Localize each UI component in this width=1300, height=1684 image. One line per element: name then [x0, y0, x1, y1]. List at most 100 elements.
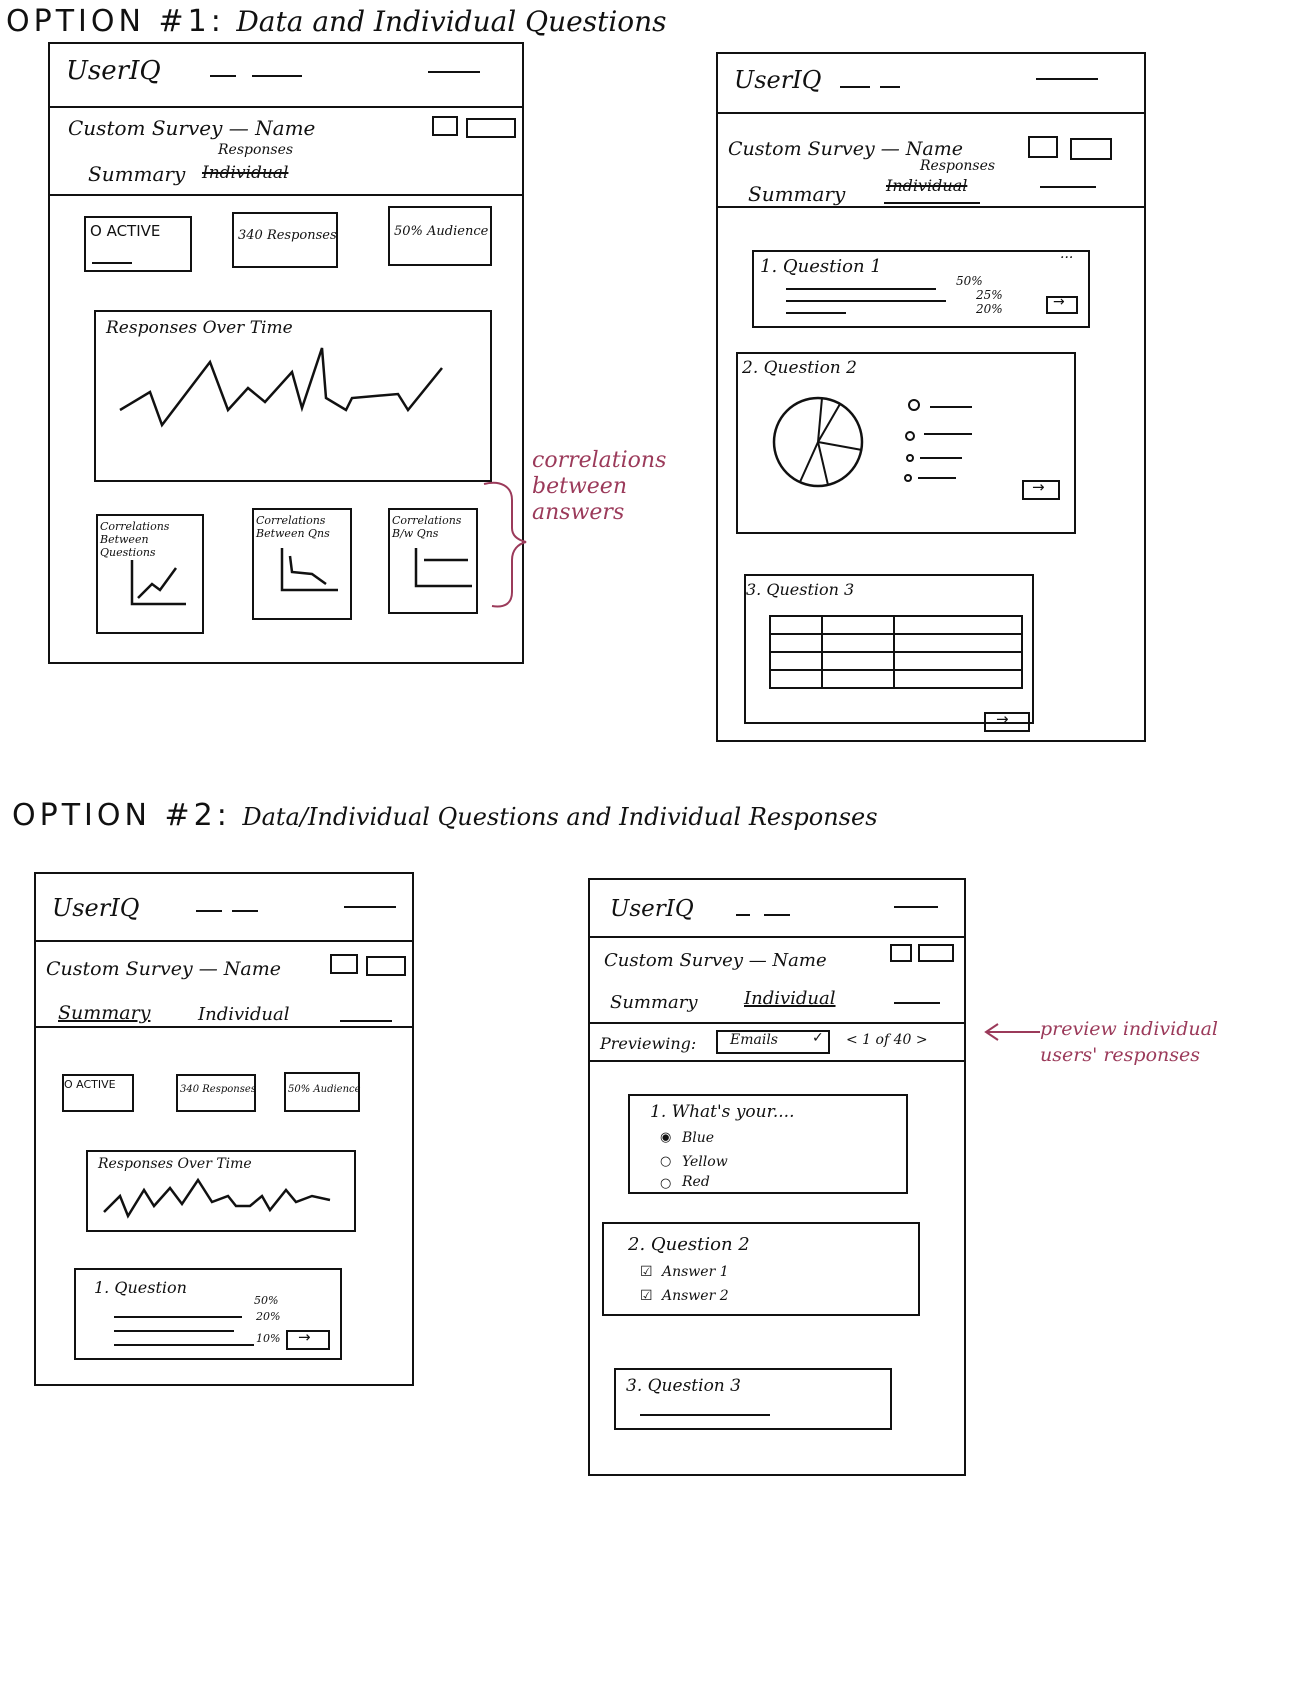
o1a-tab-responses[interactable]: Responses	[218, 142, 294, 158]
o2a-audience-card	[284, 1072, 360, 1112]
o2b-q2-option: Answer 1	[662, 1264, 729, 1280]
option2-heading: OPTION #2: Data/Individual Questions and…	[12, 798, 878, 833]
o2a-nav-placeholder[interactable]	[232, 910, 258, 912]
o1b-tab-individual[interactable]: Individual	[886, 176, 968, 195]
o2b-answer-line	[640, 1414, 770, 1416]
o2a-filter-placeholder[interactable]	[340, 1020, 392, 1022]
o1a-account-placeholder[interactable]	[428, 71, 480, 73]
o2b-nav-placeholder[interactable]	[764, 914, 790, 916]
o1b-filter-placeholder[interactable]	[1040, 186, 1096, 188]
o1a-action-button[interactable]	[466, 118, 516, 138]
o1b-action-button[interactable]	[1070, 138, 1112, 160]
o2a-tab-summary[interactable]: Summary	[58, 1002, 151, 1024]
o1b-question-title: 2. Question 2	[742, 358, 857, 378]
o2b-question-card[interactable]	[614, 1368, 892, 1430]
o2b-brand: UserIQ	[610, 896, 694, 922]
o2b-action-button[interactable]	[918, 944, 954, 962]
o2b-question-card[interactable]	[602, 1222, 920, 1316]
o1a-top-bar	[48, 42, 524, 108]
option1-subtitle: Data and Individual Questions	[236, 5, 667, 38]
o2b-question-title: 3. Question 3	[626, 1376, 741, 1396]
o2b-q1-option: Red	[682, 1174, 710, 1190]
o1a-audience-text: 50% Audience	[394, 224, 489, 239]
o2b-q1-option: Blue	[682, 1130, 715, 1146]
o2a-answer-bar	[114, 1330, 234, 1332]
o2a-survey-title: Custom Survey — Name	[46, 958, 281, 980]
o1b-account-placeholder[interactable]	[1036, 78, 1098, 80]
o1-questions-wireframe	[716, 52, 1146, 742]
o2b-tab-summary[interactable]: Summary	[610, 992, 698, 1013]
o2b-question-title: 2. Question 2	[628, 1234, 750, 1255]
o2a-action-button[interactable]	[366, 956, 406, 976]
o1b-answer-bar	[786, 300, 946, 302]
o1b-question-card[interactable]	[744, 574, 1034, 724]
o2b-filter-placeholder[interactable]	[894, 1002, 940, 1004]
o2b-survey-header	[588, 938, 966, 1024]
o2b-survey-title: Custom Survey — Name	[604, 950, 827, 971]
o2b-q1-option: Yellow	[682, 1154, 728, 1170]
o2b-question-card[interactable]	[628, 1094, 908, 1194]
o2a-status-card	[62, 1074, 134, 1112]
o1a-nav-placeholder[interactable]	[210, 75, 236, 77]
o2a-account-placeholder[interactable]	[344, 906, 396, 908]
o2b-previewing-label: Previewing:	[600, 1034, 697, 1053]
o2b-question-title: 1. What's your....	[650, 1102, 795, 1122]
o1a-correlation-card	[388, 508, 478, 614]
chevron-down-icon: ✓	[812, 1030, 824, 1046]
o1a-correlation-card	[252, 508, 352, 620]
o1b-arrow-button[interactable]	[984, 712, 1030, 732]
o2b-account-placeholder[interactable]	[894, 906, 938, 908]
o1a-action-button[interactable]	[432, 116, 458, 136]
o2a-survey-header	[34, 942, 414, 1028]
arrow-right-icon: →	[298, 1328, 311, 1346]
o1a-tab-individual[interactable]: Individual	[202, 163, 289, 183]
o2b-previewing-select[interactable]	[716, 1030, 830, 1054]
o2b-nav-placeholder[interactable]	[736, 914, 750, 916]
arrow-right-icon: →	[1032, 478, 1045, 496]
o1a-correlation-title: Correlations Between Questions	[100, 520, 170, 559]
o1b-nav-placeholder[interactable]	[880, 86, 900, 88]
o1a-tab-summary[interactable]: Summary	[88, 162, 186, 186]
radio-icon[interactable]: ○	[660, 1176, 672, 1191]
radio-icon[interactable]: ○	[660, 1154, 672, 1169]
o1b-survey-header	[716, 114, 1146, 208]
checkbox-checked-icon[interactable]: ☑	[640, 1264, 653, 1280]
o1b-action-button[interactable]	[1028, 136, 1058, 158]
o1a-correlation-title: Correlations B/w Qns	[392, 514, 462, 540]
o1a-survey-title: Custom Survey — Name	[68, 116, 316, 140]
o2a-nav-placeholder[interactable]	[196, 910, 222, 912]
o2a-tab-individual[interactable]: Individual	[198, 1004, 290, 1025]
o1b-q1-pct: 25%	[976, 288, 1003, 302]
o1a-nav-placeholder[interactable]	[252, 75, 302, 77]
o2a-q1-pct: 50%	[254, 1294, 279, 1307]
o2b-pager[interactable]: < 1 of 40 >	[846, 1032, 928, 1048]
o1b-arrow-button[interactable]	[1046, 296, 1078, 314]
o1b-arrow-button[interactable]	[1022, 480, 1060, 500]
o1b-nav-placeholder[interactable]	[840, 86, 870, 88]
o2a-top-bar	[34, 872, 414, 942]
radio-selected-icon[interactable]: ◉	[660, 1130, 672, 1145]
o1a-correlation-card	[96, 514, 204, 634]
o2a-answer-bar	[114, 1344, 254, 1346]
o2a-responses-chart	[86, 1150, 356, 1232]
o2b-tab-individual[interactable]: Individual	[744, 988, 836, 1009]
o1b-q1-pct: 20%	[976, 302, 1003, 316]
o2a-arrow-button[interactable]	[286, 1330, 330, 1350]
o1b-question-card[interactable]	[736, 352, 1076, 534]
o1b-more-icon[interactable]: ···	[1060, 250, 1074, 266]
o1a-responses-chart	[94, 310, 492, 482]
o1b-tab-summary[interactable]: Summary	[748, 182, 846, 206]
o1b-tab-underline	[884, 202, 980, 204]
o1-annotation: correlations between answers	[532, 448, 667, 525]
o1b-tab-responses[interactable]: Responses	[920, 158, 996, 174]
o1b-survey-title: Custom Survey — Name	[728, 138, 963, 160]
o2a-audience-text: 50% Audience	[288, 1084, 361, 1095]
checkbox-checked-icon[interactable]: ☑	[640, 1288, 653, 1304]
o2a-action-button[interactable]	[330, 954, 358, 974]
o2b-action-button[interactable]	[890, 944, 912, 962]
